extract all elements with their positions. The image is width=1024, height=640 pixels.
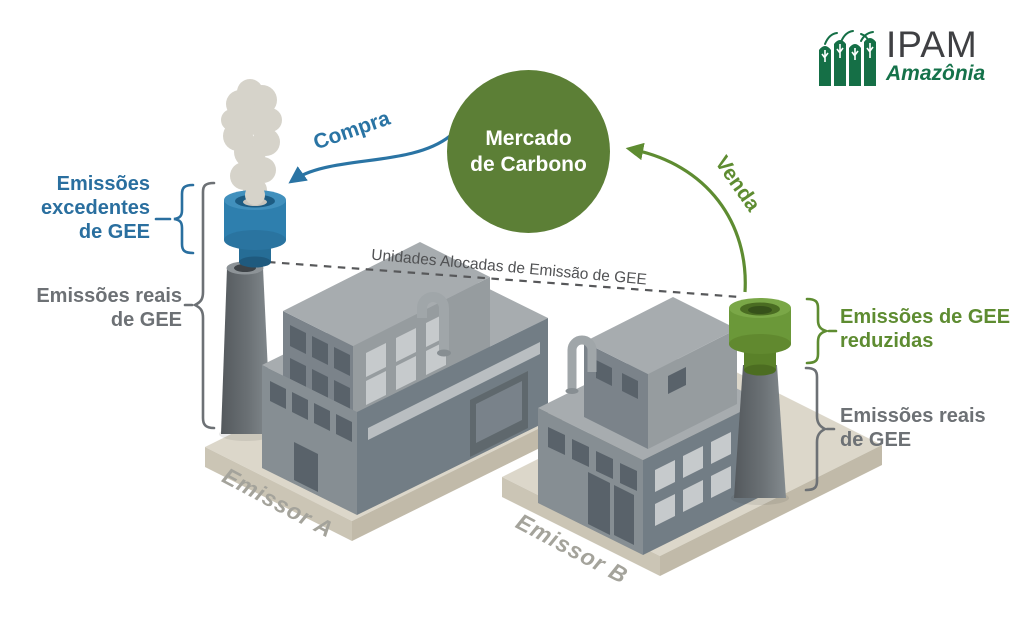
factory-a-garage-door [470, 371, 528, 457]
excess-emissions-line2: excedentes [41, 197, 150, 219]
factory-b-lower-block [538, 401, 762, 555]
factory-a-lower-block [262, 318, 548, 515]
excess-emissions-line1: Emissões [56, 173, 150, 195]
carbon-market-node: Mercado de Carbono [447, 70, 610, 233]
factory-a-illustration [205, 242, 562, 541]
smoke-plume [221, 79, 282, 202]
factory-b-lower-windows-left [548, 427, 637, 491]
real-b-brace [804, 366, 836, 492]
annotation-braces [154, 181, 838, 492]
ipam-logo-text: IPAM Amazônia [886, 24, 986, 85]
excess-emissions-label: Emissões excedentes de GEE [41, 172, 150, 244]
reduced-emissions-line1: Emissões de GEE [840, 306, 1011, 328]
factory-b-upper-block [584, 297, 737, 449]
allocation-dashed-line [267, 260, 741, 299]
factory-b-pipe [565, 335, 597, 394]
green-chimney-cap-icon [729, 298, 791, 376]
ipam-logo-subtitle: Amazônia [886, 62, 986, 85]
factory-b-doors [588, 472, 634, 545]
ipam-trees-icon [819, 30, 876, 86]
factory-a-upper-windows-left [290, 325, 350, 409]
factory-b-chimney [731, 365, 789, 505]
factory-a-pipe [417, 292, 451, 357]
real-emissions-a-line1: Emissões reais [36, 285, 182, 307]
real-emissions-a-label: Emissões reais de GEE [36, 284, 182, 332]
market-label-line2: de Carbono [470, 152, 587, 176]
real-emissions-b-line1: Emissões reais [840, 405, 986, 427]
real-a-brace [183, 181, 216, 430]
real-emissions-a-line2: de GEE [110, 309, 182, 331]
factory-a-window-stripe [368, 342, 540, 440]
buy-arrow [288, 134, 451, 184]
factory-a-door [294, 442, 318, 492]
factory-a-chimney [219, 261, 273, 441]
ipam-logo: IPAM Amazônia [817, 24, 986, 86]
real-emissions-b-line2: de GEE [840, 429, 912, 451]
reduced-emissions-line2: reduzidas [840, 330, 934, 352]
reduced-emissions-label: Emissões de GEE reduzidas [840, 305, 1010, 353]
sell-arrow [625, 142, 747, 293]
excess-emissions-line3: de GEE [78, 221, 150, 243]
factory-b-upper-windows [596, 360, 686, 399]
ipam-logo-title: IPAM [886, 24, 978, 65]
reduced-brace [805, 297, 838, 365]
factory-b-illustration [502, 297, 882, 576]
market-label-line1: Mercado [485, 126, 572, 150]
factory-b-lower-windows-right [655, 432, 731, 526]
blue-chimney-cap-icon [224, 185, 286, 268]
excess-brace [154, 183, 195, 255]
factory-a-lower-windows [270, 381, 352, 442]
real-emissions-b-label: Emissões reais de GEE [840, 404, 986, 452]
